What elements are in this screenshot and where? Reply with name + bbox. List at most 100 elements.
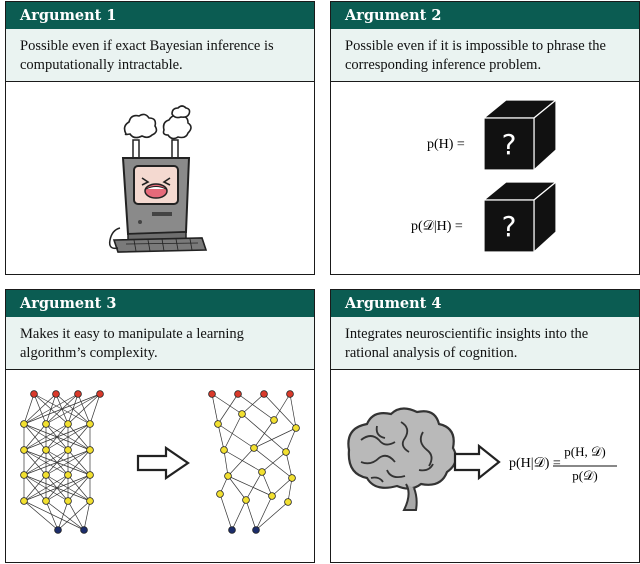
overheating-computer-icon xyxy=(108,105,208,253)
network-node xyxy=(30,390,38,398)
network-edge xyxy=(57,500,69,531)
network-edge xyxy=(217,423,225,451)
network-edge xyxy=(23,500,85,531)
network-edge xyxy=(45,500,85,531)
network-edge xyxy=(23,449,91,476)
network-edge xyxy=(67,423,91,451)
argument-2-illustration: p(H) = p(𝒟|H) = ? ? xyxy=(331,82,639,273)
network-edge xyxy=(223,413,243,451)
network-edge xyxy=(67,474,91,502)
network-node xyxy=(252,526,260,534)
network-node xyxy=(42,420,50,428)
network-node xyxy=(86,446,94,454)
argument-3-title: Argument 3 xyxy=(6,290,314,317)
network-edge xyxy=(219,493,233,531)
network-node xyxy=(282,448,290,456)
argument-1-panel: Argument 1 Possible even if exact Bayesi… xyxy=(5,1,315,275)
network-edge xyxy=(57,500,91,531)
network-node xyxy=(268,492,276,500)
network-edge xyxy=(67,500,85,531)
arrow-icon xyxy=(453,443,501,481)
network-node xyxy=(242,496,250,504)
network-edge xyxy=(253,419,275,449)
network-edge xyxy=(223,449,263,473)
network-node xyxy=(52,390,60,398)
network-edge xyxy=(237,393,275,421)
bayes-numerator: p(H, 𝒟) xyxy=(564,444,606,459)
network-edge xyxy=(23,449,69,476)
network-edge xyxy=(271,477,293,497)
network-edge xyxy=(261,451,287,473)
network-edge xyxy=(245,499,257,531)
network-edge xyxy=(45,474,91,502)
posterior-lhs: p(H|𝒟) = xyxy=(509,456,561,471)
argument-4-panel: Argument 4 Integrates neuroscientific in… xyxy=(330,289,640,563)
network-edge xyxy=(217,423,255,449)
argument-3-panel: Argument 3 Makes it easy to manipulate a… xyxy=(5,289,315,563)
neural-network-icon xyxy=(20,390,300,534)
network-edge xyxy=(45,449,91,476)
box-symbol-2: ? xyxy=(502,210,517,243)
network-node xyxy=(238,410,246,418)
prior-label: p(H) = xyxy=(427,137,465,152)
network-edge xyxy=(211,393,243,415)
network-edge xyxy=(23,393,79,425)
argument-1-illustration xyxy=(6,82,314,273)
argument-3-illustration xyxy=(6,370,314,561)
network-node xyxy=(288,474,296,482)
network-edge xyxy=(23,393,57,425)
network-edge xyxy=(223,449,229,477)
network-edge xyxy=(23,474,69,502)
network-node xyxy=(20,497,28,505)
brain-icon xyxy=(347,407,458,511)
network-edge xyxy=(211,393,219,425)
network-node xyxy=(234,390,242,398)
network-edge xyxy=(227,447,255,477)
network-node xyxy=(216,490,224,498)
network-edge xyxy=(23,474,91,502)
network-edge xyxy=(67,449,91,476)
network-edge xyxy=(255,501,289,531)
network-node xyxy=(250,444,258,452)
network-edge xyxy=(285,427,297,453)
network-node xyxy=(86,471,94,479)
network-node xyxy=(20,420,28,428)
network-edge xyxy=(289,393,297,429)
argument-4-text: Integrates neuroscientific insights into… xyxy=(331,317,639,370)
network-node xyxy=(228,526,236,534)
network-edge xyxy=(227,475,273,497)
network-edge xyxy=(23,474,47,502)
network-node xyxy=(284,498,292,506)
network-edge xyxy=(23,500,59,531)
network-node xyxy=(74,390,82,398)
network-edge xyxy=(83,500,91,531)
network-node xyxy=(20,471,28,479)
network-edge xyxy=(241,413,287,453)
network-node xyxy=(64,420,72,428)
network-node xyxy=(42,497,50,505)
network-edge xyxy=(45,393,101,425)
network-edge xyxy=(273,393,291,421)
network-edge xyxy=(23,423,69,451)
network-edge xyxy=(245,471,263,501)
black-box-icon: ? xyxy=(482,98,558,172)
network-node xyxy=(54,526,62,534)
network-edge xyxy=(263,393,297,429)
network-edge xyxy=(23,423,91,451)
network-edge xyxy=(261,471,273,497)
bayes-denominator: p(𝒟) xyxy=(572,468,598,483)
network-edge xyxy=(89,393,101,425)
network-node xyxy=(208,390,216,398)
network-node xyxy=(86,497,94,505)
network-edge xyxy=(217,393,239,425)
network-node xyxy=(220,446,228,454)
network-node xyxy=(64,471,72,479)
argument-2-panel: Argument 2 Possible even if it is imposs… xyxy=(330,1,640,275)
network-node xyxy=(292,424,300,432)
network-node xyxy=(42,446,50,454)
network-edge xyxy=(45,500,59,531)
network-node xyxy=(96,390,104,398)
black-box-icon: ? xyxy=(482,180,558,254)
likelihood-label: p(𝒟|H) = xyxy=(411,219,463,234)
network-edge xyxy=(255,495,273,531)
